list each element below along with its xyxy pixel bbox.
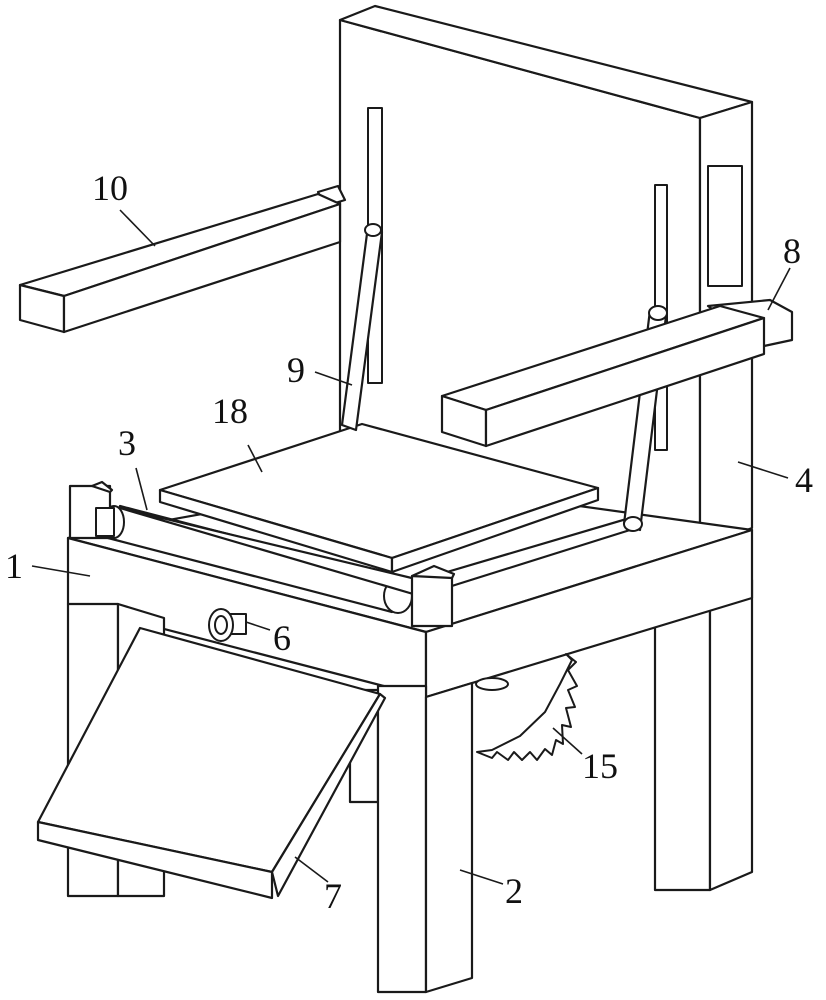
adjustment-knob — [208, 608, 247, 642]
label-18: 18 — [212, 391, 248, 431]
roller-assembly — [68, 480, 642, 628]
armrest-left — [18, 184, 347, 334]
label-10: 10 — [92, 168, 128, 208]
label-3: 3 — [118, 423, 136, 463]
label-4: 4 — [795, 460, 813, 500]
label-8: 8 — [783, 231, 801, 271]
label-2: 2 — [505, 871, 523, 911]
label-7: 7 — [324, 876, 342, 916]
footrest-plate — [36, 626, 387, 900]
leader-lines — [31, 209, 791, 885]
front-right-leg — [376, 681, 474, 994]
label-1: 1 — [5, 546, 23, 586]
back-right-leg — [653, 578, 754, 892]
armrest-right — [440, 298, 794, 448]
label-15: 15 — [582, 746, 618, 786]
gear — [475, 653, 578, 761]
part-labels: 10 8 9 18 3 4 1 6 15 7 2 — [5, 168, 813, 916]
seat-cushion — [158, 422, 600, 574]
label-6: 6 — [273, 618, 291, 658]
label-9: 9 — [287, 350, 305, 390]
